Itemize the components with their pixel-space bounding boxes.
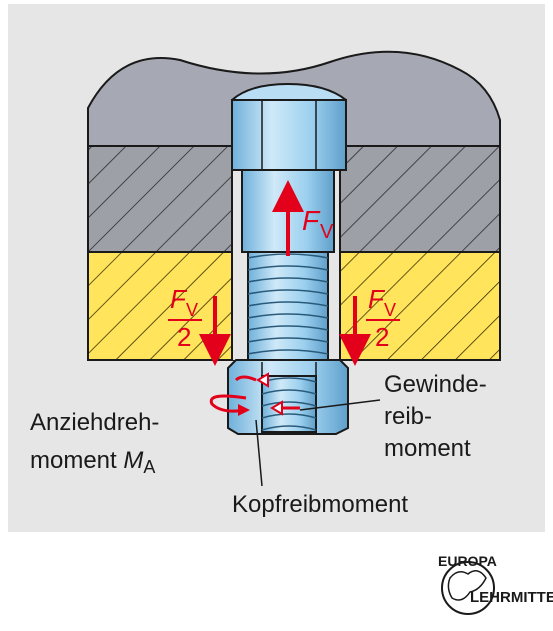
europa-lehrmittel-logo: EUROPA LEHRMITTEL (438, 553, 553, 615)
thread-torque-label-line1: Gewinde- (384, 371, 487, 398)
thread-leader-line (299, 399, 381, 411)
right-half-force-subscript: V (384, 300, 396, 320)
right-half-force-symbol: F (368, 284, 386, 314)
left-half-force-denominator: 2 (177, 322, 191, 352)
tightening-torque-arrow (209, 394, 247, 413)
head-friction-arrow (234, 375, 257, 382)
thread-torque-label-line2: reib- (384, 403, 432, 430)
left-half-force-symbol: F (170, 284, 188, 314)
tightening-label-line1: Anziehdreh- (30, 409, 159, 436)
tightening-label-line2: moment MA (30, 447, 155, 477)
logo-bottom-text: LEHRMITTEL (470, 589, 553, 606)
thread-torque-label-line3: moment (384, 435, 471, 462)
preload-force-subscript: V (320, 221, 334, 243)
bolt-head (230, 82, 348, 171)
left-half-force-subscript: V (186, 300, 198, 320)
bolt-thread (247, 251, 329, 363)
preload-force-symbol: F (302, 205, 321, 236)
head-leader-line (255, 419, 263, 487)
logo-top-text: EUROPA (438, 553, 497, 569)
right-half-force-denominator: 2 (375, 322, 389, 352)
head-friction-label: Kopfreibmoment (232, 491, 408, 518)
